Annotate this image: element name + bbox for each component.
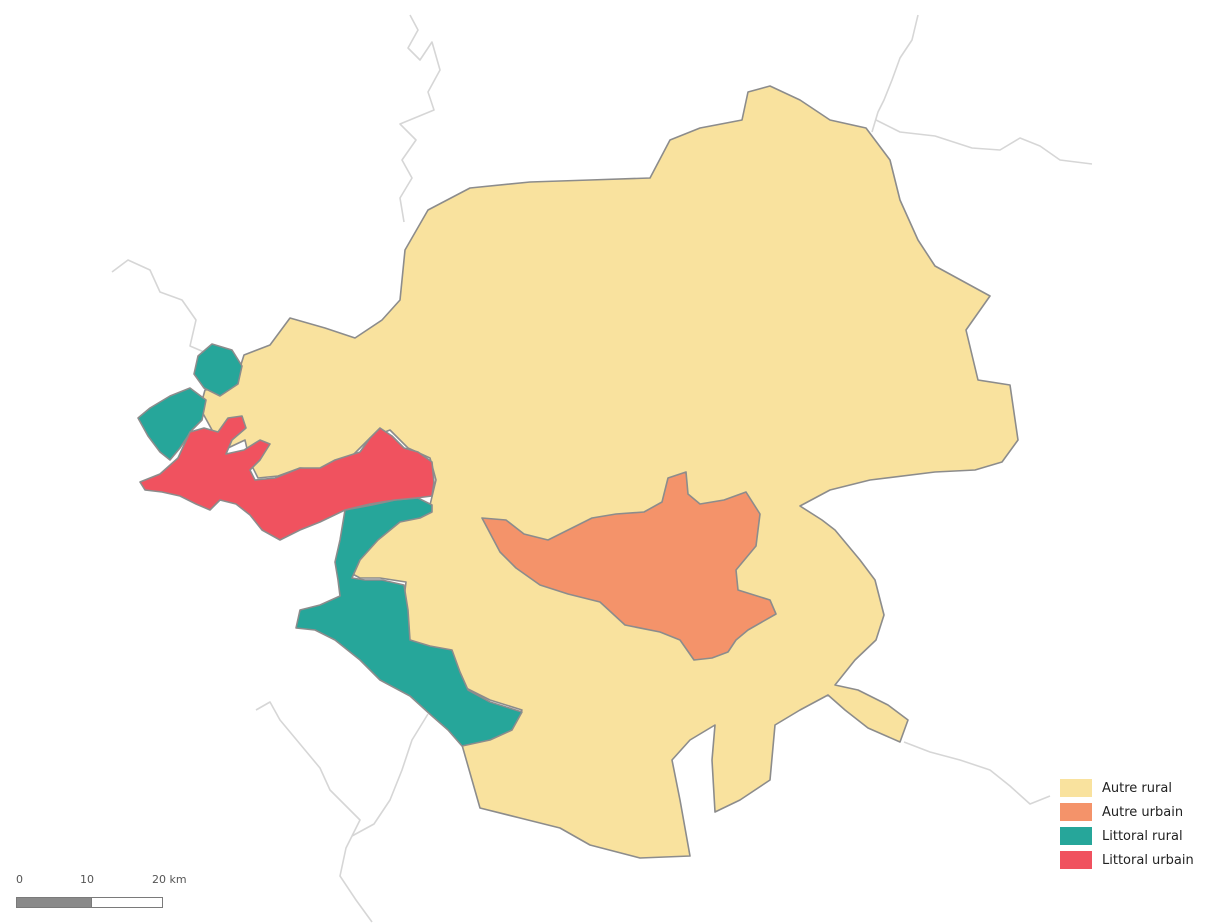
region-littoral-rural-west	[137, 387, 207, 461]
legend-item-littoral-urbain: Littoral urbain	[1060, 848, 1215, 872]
context-boundary-northeast	[871, 14, 919, 133]
context-boundary-coast-north	[111, 259, 205, 353]
scale-label-0: 0	[16, 873, 23, 886]
legend-label: Littoral urbain	[1102, 852, 1194, 868]
context-boundary-east	[875, 119, 1093, 165]
legend-swatch	[1060, 851, 1092, 869]
region-littoral-rural-north	[193, 343, 243, 397]
region-autre-rural	[199, 85, 1019, 859]
legend-label: Littoral rural	[1102, 828, 1183, 844]
legend-swatch	[1060, 827, 1092, 845]
legend: Autre rural Autre urbain Littoral rural …	[1060, 776, 1215, 872]
legend-item-autre-rural: Autre rural	[1060, 776, 1215, 800]
region-littoral-urbain	[139, 415, 435, 541]
legend-swatch	[1060, 803, 1092, 821]
legend-label: Autre urbain	[1102, 804, 1184, 820]
context-boundary-south	[351, 713, 429, 837]
context-boundary-southeast	[903, 741, 1051, 805]
scale-segment-filled	[16, 897, 92, 908]
context-boundary-southwest	[255, 701, 373, 923]
scale-segment-empty	[91, 897, 163, 908]
context-boundaries	[111, 14, 1093, 923]
scale-label-10: 10	[80, 873, 94, 886]
context-boundary-north	[399, 14, 441, 223]
region-littoral-rural-south	[295, 497, 523, 747]
region-autre-urbain	[481, 471, 777, 661]
scale-bar: 0 10 20 km	[16, 873, 196, 917]
legend-item-autre-urbain: Autre urbain	[1060, 800, 1215, 824]
legend-item-littoral-rural: Littoral rural	[1060, 824, 1215, 848]
scale-label-20: 20 km	[152, 873, 187, 886]
legend-swatch	[1060, 779, 1092, 797]
legend-label: Autre rural	[1102, 780, 1172, 796]
